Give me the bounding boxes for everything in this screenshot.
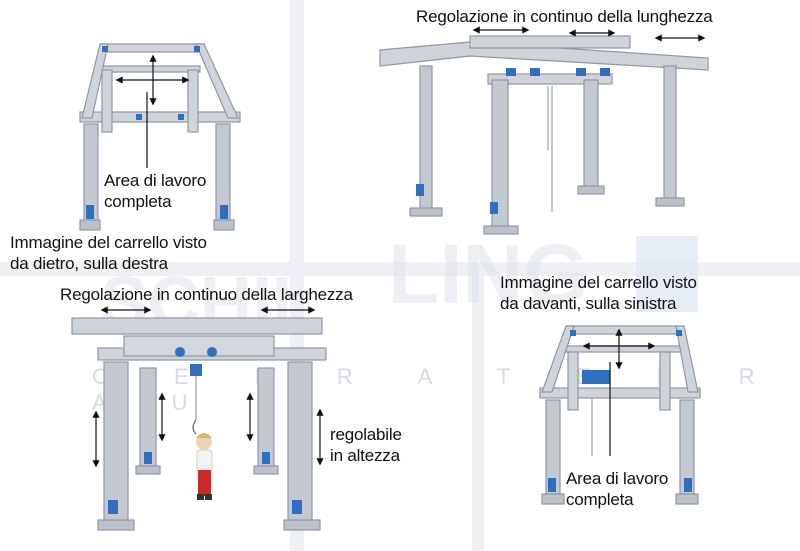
caption-rear-view: Immagine del carrello visto da dietro, s… xyxy=(10,232,207,274)
crane-bottom-left xyxy=(71,317,327,531)
crane-bottom-right xyxy=(539,325,701,505)
watermark-brand-right: LING xyxy=(388,227,589,321)
arrows-bottom-right xyxy=(582,328,656,456)
caption-line: completa xyxy=(566,490,634,509)
caption-top-left-work-area: Area di lavoro completa xyxy=(104,170,206,212)
crane-top-left xyxy=(79,43,241,231)
caption-bottom-right-work-area: Area di lavoro completa xyxy=(566,468,668,510)
caption-front-view: Immagine del carrello visto da davanti, … xyxy=(500,272,697,314)
caption-line: in altezza xyxy=(330,446,400,465)
caption-length-adjust: Regolazione in continuo della lunghezza xyxy=(416,7,713,26)
divider-vertical-2 xyxy=(472,268,484,551)
watermark-logo-square xyxy=(636,236,698,312)
caption-line: regolabile xyxy=(330,425,402,444)
arrows-top-left xyxy=(115,54,190,168)
caption-line: Area di lavoro xyxy=(566,469,669,488)
caption-height-adjust: regolabile in altezza xyxy=(330,424,402,466)
caption-line: Area di lavoro xyxy=(104,171,207,190)
crane-top-right xyxy=(379,35,709,235)
caption-line: Immagine del carrello visto xyxy=(500,273,697,292)
caption-line: da dietro, sulla destra xyxy=(10,254,168,273)
child-figure xyxy=(196,433,213,500)
caption-width-adjust: Regolazione in continuo della larghezza xyxy=(60,285,353,304)
arrows-bottom-left xyxy=(92,306,324,468)
caption-line: da davanti, sulla sinistra xyxy=(500,294,677,313)
divider-horizontal xyxy=(0,262,800,276)
arrows-top-right xyxy=(472,26,706,42)
caption-line: completa xyxy=(104,192,172,211)
caption-line: Immagine del carrello visto xyxy=(10,233,207,252)
